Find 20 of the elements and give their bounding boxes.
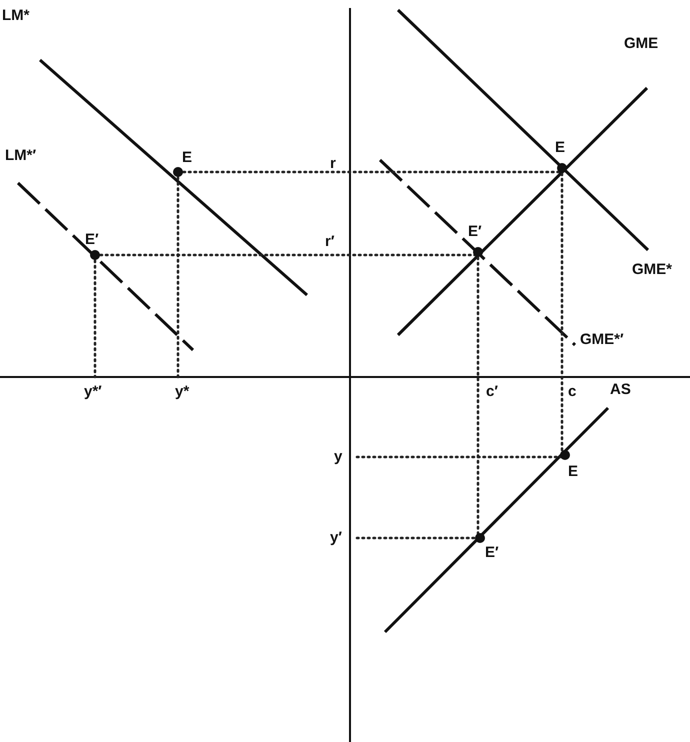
axis-label: y′	[330, 530, 342, 545]
axis-label: c′	[486, 384, 498, 399]
axis-label: c	[568, 384, 576, 399]
axis-label: r	[330, 156, 336, 171]
axis-label: y*	[175, 384, 190, 399]
curve-label: LM*′	[5, 148, 36, 163]
curve-label: LM*	[2, 8, 30, 23]
axis-label: r′	[325, 234, 334, 249]
axis-label: y*′	[84, 384, 102, 399]
curve-label: GME	[624, 36, 658, 51]
curve-label: GME*′	[580, 332, 624, 347]
curve-label: GME*	[632, 262, 672, 277]
point-label: E	[555, 140, 566, 155]
curve-label: AS	[610, 382, 631, 397]
point-label: E	[182, 150, 192, 165]
point-label: E′	[85, 232, 99, 247]
point-label: E	[568, 464, 578, 479]
point-label: E′	[468, 224, 482, 239]
point-label: E′	[485, 545, 499, 560]
axis-label: y	[334, 449, 342, 464]
